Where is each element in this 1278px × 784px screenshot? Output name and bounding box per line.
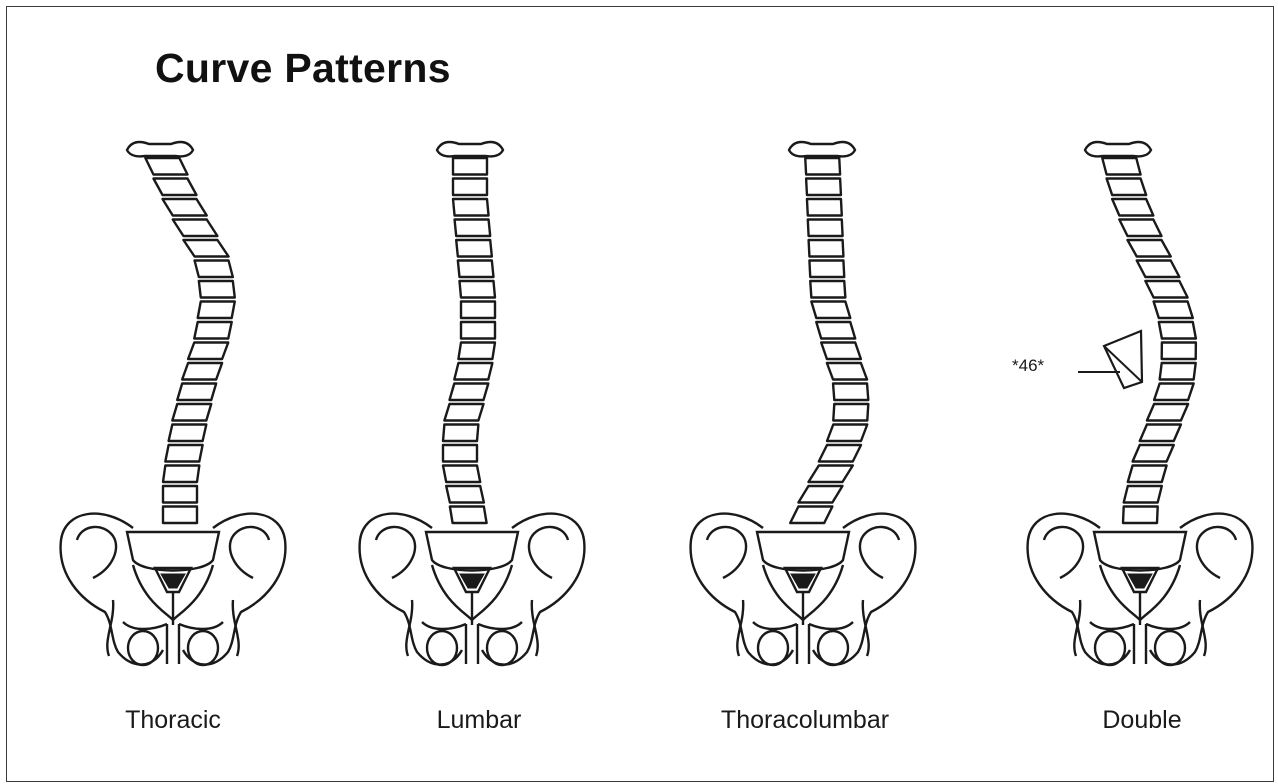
pelvis-thoracic — [61, 514, 286, 665]
cobb-angle-marker — [1078, 331, 1142, 388]
pelvis-lumbar — [360, 514, 585, 665]
spine-lumbar — [437, 142, 503, 523]
angle-annotation-label: *46* — [1012, 356, 1044, 376]
spine-thoracic — [127, 142, 235, 523]
pelvis-thoracolumbar — [691, 514, 916, 665]
spine-thoracolumbar — [789, 142, 868, 523]
caption-double: Double — [1102, 706, 1181, 735]
pelvis-double — [1028, 514, 1253, 665]
caption-thoracic: Thoracic — [125, 706, 221, 735]
caption-thoracolumbar: Thoracolumbar — [721, 706, 889, 735]
caption-lumbar: Lumbar — [437, 706, 522, 735]
